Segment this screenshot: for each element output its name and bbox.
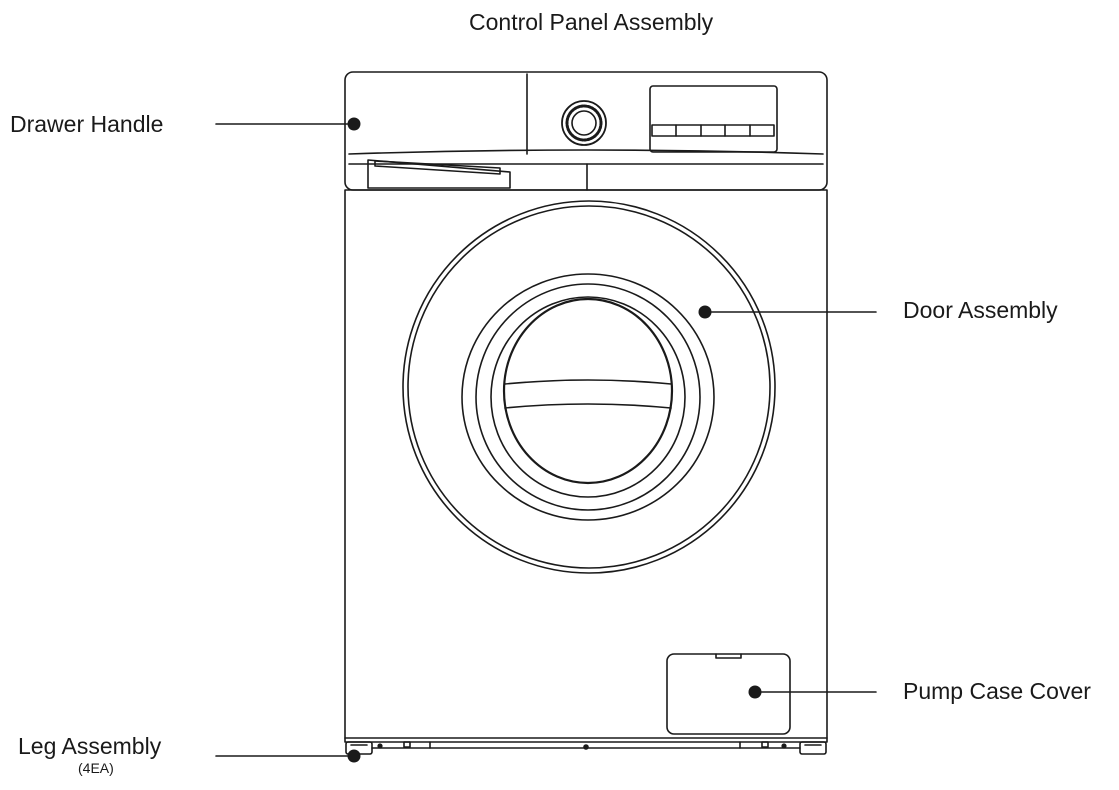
cabinet-outline — [344, 189, 828, 743]
leader-lines — [215, 123, 877, 757]
door-assembly — [402, 200, 776, 574]
pump-cover-notch — [715, 653, 742, 659]
knob-grip — [565, 104, 603, 142]
drawer-front — [367, 159, 511, 189]
base-and-legs — [345, 741, 827, 763]
pump-case-cover — [666, 653, 791, 735]
door-glass-outer — [475, 283, 701, 511]
drawer-lip — [374, 160, 501, 175]
label-leg: Leg Assembly — [18, 733, 162, 759]
door-dot — [698, 305, 712, 319]
label-leg-qty: (4EA) — [78, 760, 114, 776]
door-handle-bottom — [504, 403, 672, 409]
door-trim — [461, 273, 715, 521]
display-frame — [649, 85, 778, 153]
label-pump-case: Pump Case Cover — [903, 678, 1091, 704]
knob-inner — [571, 110, 597, 136]
door-outer-ring-inner — [407, 205, 771, 569]
cabinet-body — [344, 189, 828, 743]
label-control-panel: Control Panel Assembly — [469, 9, 714, 35]
top-housing-outline — [344, 71, 828, 191]
display-panel — [649, 85, 778, 153]
control-panel-assembly — [344, 71, 828, 191]
door-glass-middle — [490, 296, 686, 498]
door-outer-ring — [402, 200, 776, 574]
program-knob — [561, 100, 607, 146]
pump-cover-outline — [666, 653, 791, 735]
door-glass-inner — [502, 297, 674, 485]
button-strip — [651, 124, 775, 137]
label-drawer-handle: Drawer Handle — [10, 111, 164, 137]
pump-cover-dot — [748, 685, 762, 699]
knob-outer — [561, 100, 607, 146]
leg-right — [799, 741, 827, 755]
label-door: Door Assembly — [903, 297, 1058, 323]
drawer-handle-dot — [347, 117, 361, 131]
leg-dot — [347, 749, 361, 763]
detergent-drawer — [347, 117, 511, 189]
door-handle-top — [504, 379, 672, 385]
